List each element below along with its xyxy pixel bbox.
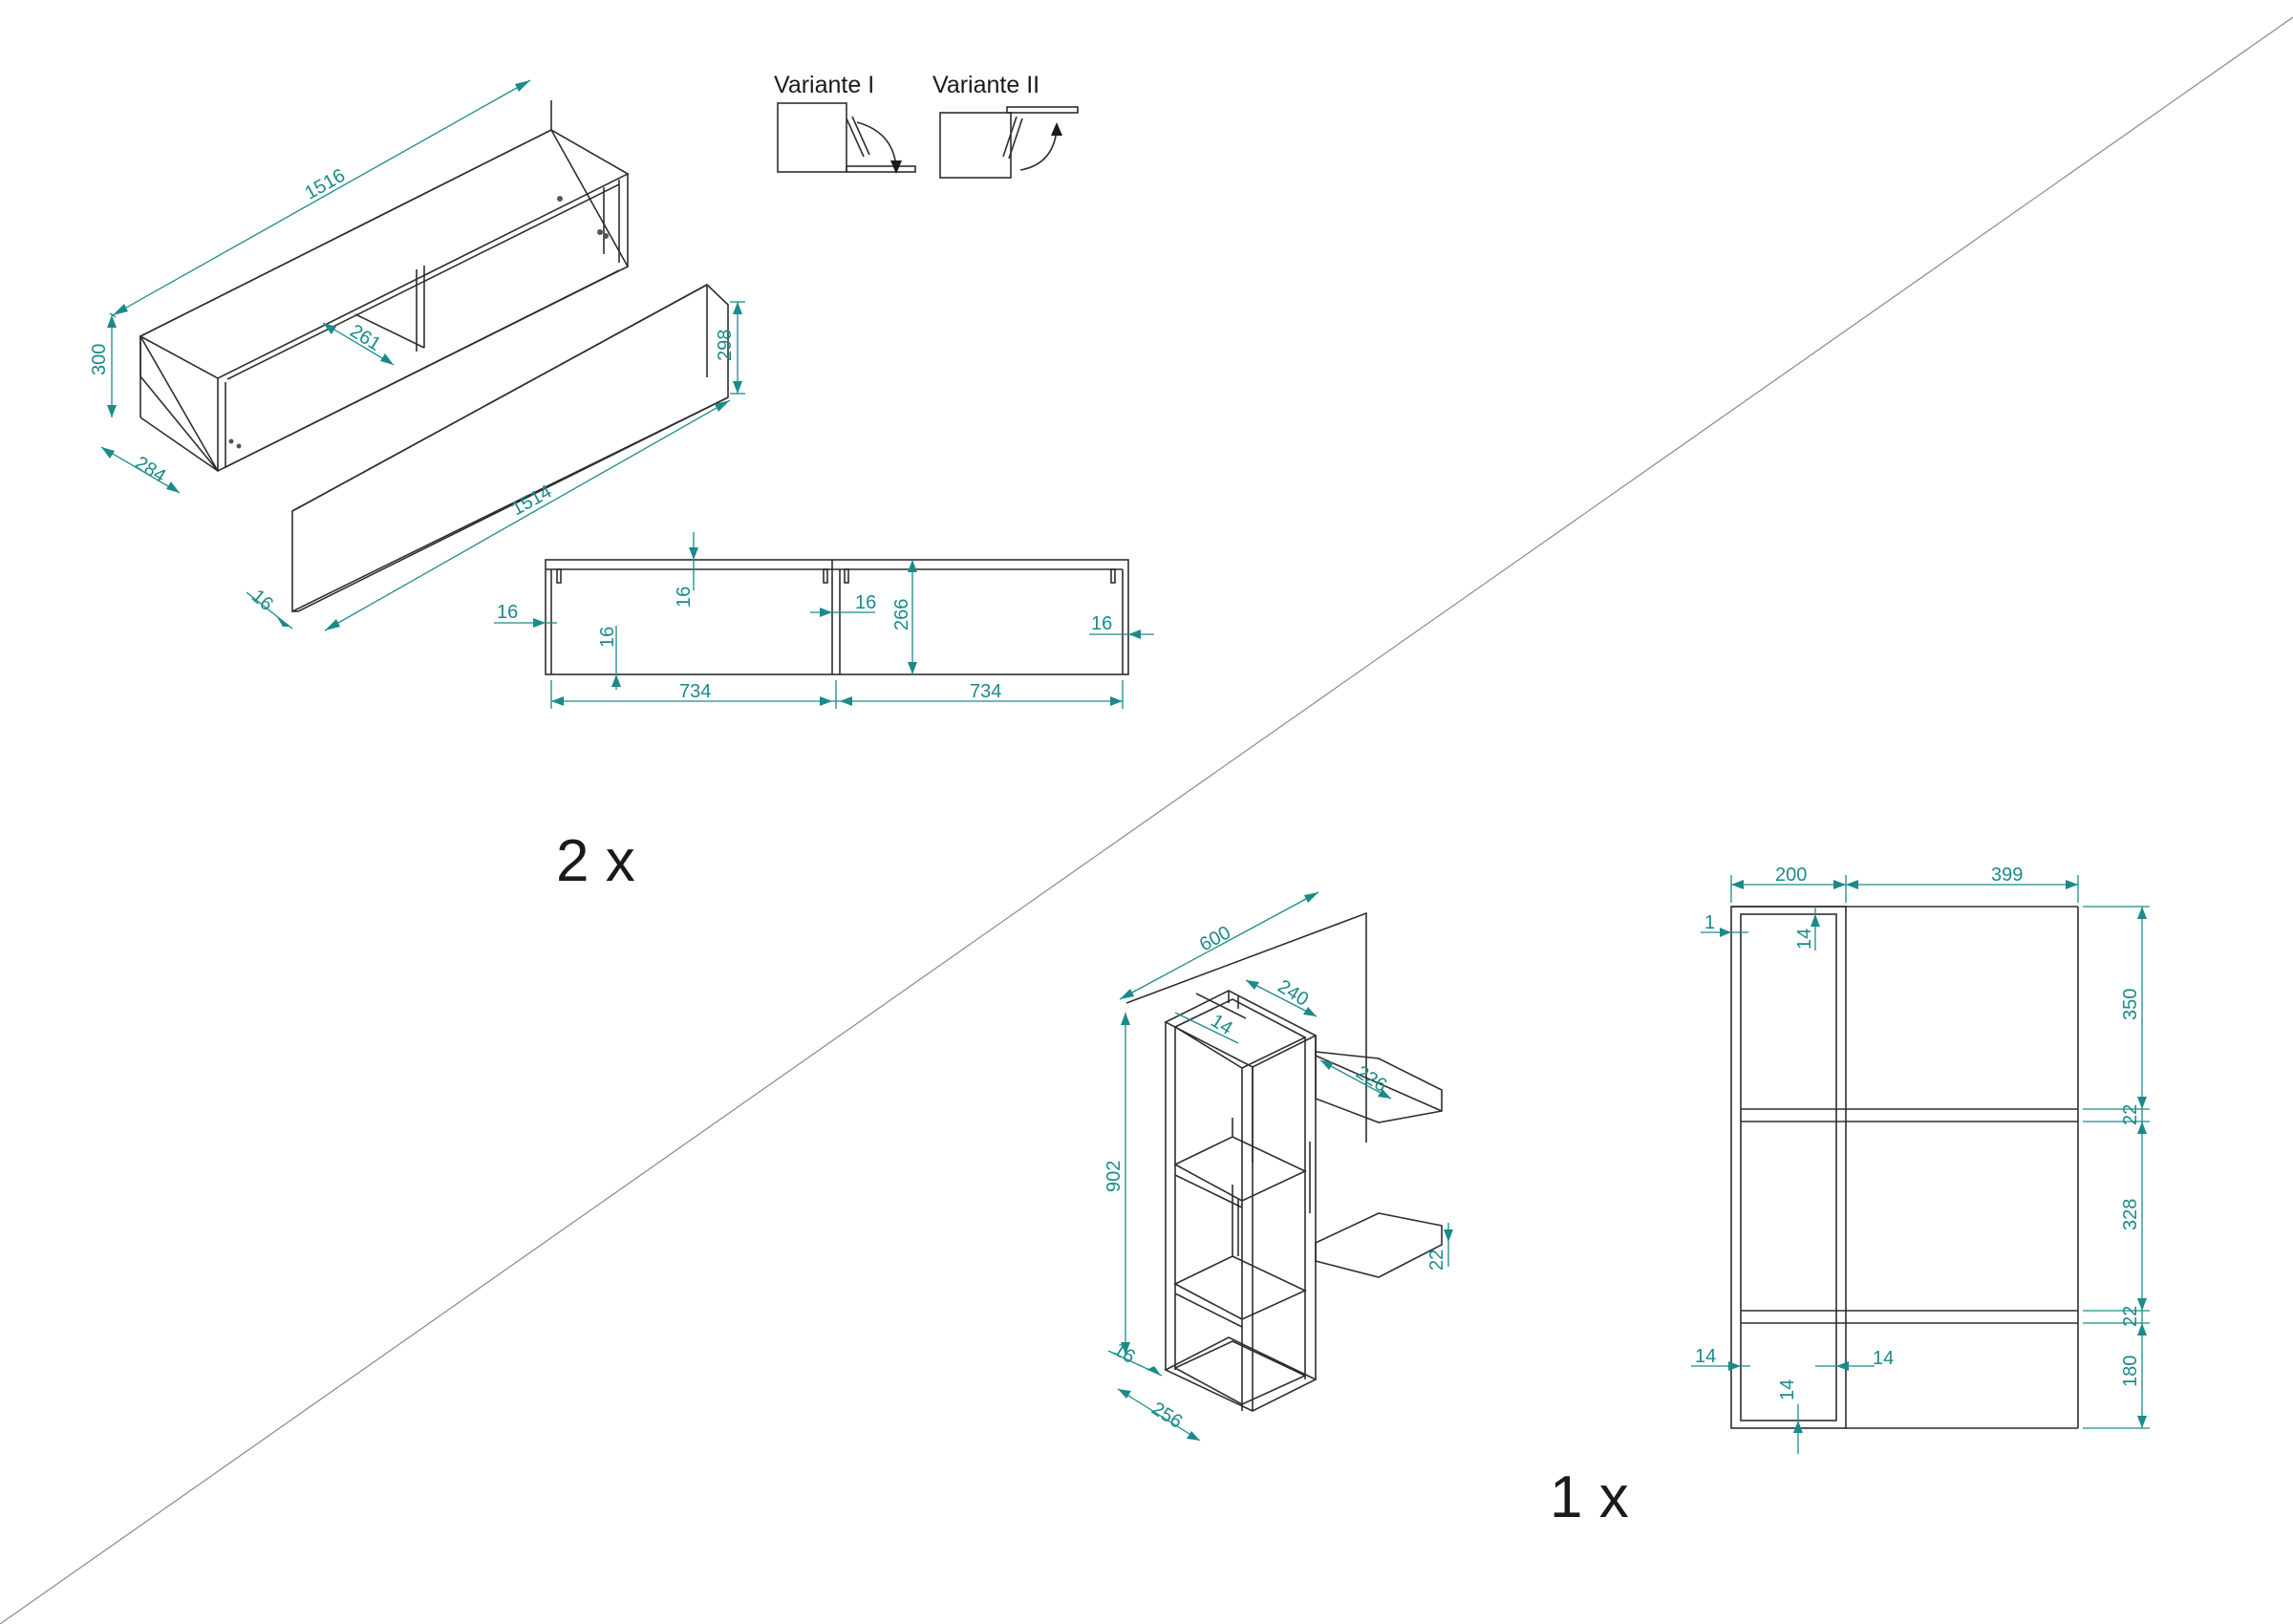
dim-shelf-thickness: 22 bbox=[1426, 1250, 1447, 1271]
dim-frame-top: 14 bbox=[1207, 1011, 1236, 1039]
dim-top-thickness: 16 bbox=[674, 587, 695, 608]
dim-shelf-width-front: 399 bbox=[1991, 865, 2023, 886]
shelf-iso-dimensions: 600 902 240 14 226 22 16 256 bbox=[1104, 891, 1453, 1442]
dim-h2: 328 bbox=[2120, 1199, 2141, 1230]
shelf-front-view bbox=[1730, 906, 2079, 1429]
variant-one-label: Variante I bbox=[774, 72, 874, 98]
cabinet-dimensions: 1516 300 284 261 298 1514 16 bbox=[89, 79, 745, 631]
dim-frame-width: 200 bbox=[1775, 865, 1807, 886]
variant-two-icon: Variante II bbox=[932, 72, 1079, 179]
dim-gap: 1 bbox=[1704, 912, 1715, 933]
flap-panel-iso bbox=[291, 284, 729, 613]
wall-cabinet-iso bbox=[139, 100, 630, 473]
variant-one-icon: Variante I bbox=[774, 72, 916, 174]
dim-shelf-depth: 226 bbox=[1352, 1062, 1390, 1097]
dim-frame-top-front: 14 bbox=[1794, 929, 1815, 950]
dim-flap-length: 1514 bbox=[508, 481, 556, 521]
dim-cabinet-length: 1516 bbox=[301, 165, 349, 204]
dim-side-right: 16 bbox=[1091, 613, 1112, 634]
dim-width-right: 734 bbox=[970, 681, 1001, 702]
quantity-top: 2 x bbox=[556, 828, 635, 894]
dim-s2: 22 bbox=[2120, 1306, 2141, 1327]
dim-shelf-back: 16 bbox=[1109, 1339, 1139, 1368]
dim-shelf-height: 902 bbox=[1104, 1161, 1125, 1192]
shelf-front-dimensions: 200 399 1 14 350 22 328 22 180 14 14 bbox=[1691, 865, 2150, 1454]
variant-two-label: Variante II bbox=[932, 72, 1039, 98]
dim-divider: 16 bbox=[855, 592, 876, 613]
dim-inner-height: 266 bbox=[891, 599, 912, 630]
cabinet-front-view bbox=[545, 559, 1129, 675]
dim-width-left: 734 bbox=[679, 681, 711, 702]
dim-flap-thickness: 16 bbox=[247, 586, 277, 615]
dim-cabinet-depth: 284 bbox=[131, 453, 169, 487]
dim-frame-bottom: 14 bbox=[1777, 1379, 1798, 1400]
dim-flap-height: 298 bbox=[715, 330, 736, 361]
front-view-dimensions: 16 16 16 16 266 16 734 734 bbox=[494, 532, 1154, 709]
dim-cabinet-height: 300 bbox=[89, 344, 110, 375]
dim-frame-right: 14 bbox=[1873, 1348, 1894, 1369]
dim-bottom: 16 bbox=[597, 627, 618, 648]
dim-frame-depth: 240 bbox=[1274, 976, 1312, 1011]
dim-shelf-width: 600 bbox=[1196, 922, 1234, 955]
dim-s1: 22 bbox=[2120, 1104, 2141, 1125]
dim-h3: 180 bbox=[2120, 1356, 2141, 1387]
dim-frame-left: 14 bbox=[1695, 1346, 1716, 1367]
dim-h1: 350 bbox=[2120, 989, 2141, 1020]
quantity-bottom: 1 x bbox=[1550, 1464, 1629, 1530]
diagonal-separator bbox=[0, 16, 2293, 1624]
dim-side-left: 16 bbox=[497, 602, 518, 623]
shelf-unit-iso bbox=[1125, 911, 1443, 1412]
